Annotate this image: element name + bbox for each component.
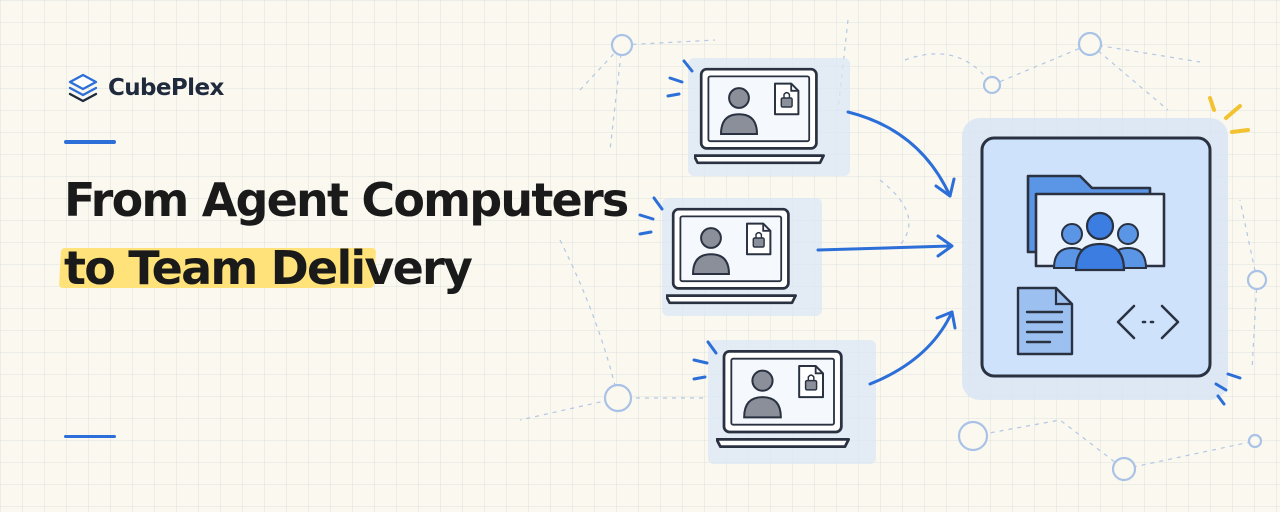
arrow-2 (816, 244, 952, 252)
spark-lines-2 (638, 196, 664, 236)
brand-name: CubePlex (108, 75, 224, 101)
agent-computer-3 (692, 340, 876, 464)
spark-lines-1 (666, 59, 694, 98)
brand: CubePlex (66, 71, 224, 105)
spark-lines-hub (1214, 372, 1242, 406)
agent-computer-1 (666, 58, 850, 176)
team-delivery-hub (962, 96, 1250, 406)
team-folder-icon (1026, 174, 1166, 272)
accent-line-bottom (64, 435, 116, 438)
arrow-1-head (934, 177, 956, 198)
arrow-3 (868, 310, 954, 386)
code-icon (1116, 304, 1180, 340)
network-nodes (603, 31, 1268, 482)
arrow-2-head (936, 234, 954, 258)
arrows (816, 110, 957, 386)
agent-computer-2 (638, 196, 822, 316)
headline-line-2-wrap: to Team Delivery (58, 238, 627, 298)
spark-lines-3 (692, 340, 718, 381)
arrow-1 (846, 110, 952, 198)
document-icon (1016, 286, 1074, 356)
accent-line-top (64, 140, 116, 144)
arrow-3-head (935, 310, 957, 330)
headline: From Agent Computers to Team Delivery (58, 170, 629, 298)
headline-line-2: to Team Delivery (64, 241, 473, 295)
stacked-layers-icon (68, 73, 98, 103)
spark-lines-yellow (1208, 96, 1250, 134)
headline-line-1: From Agent Computers (64, 173, 629, 227)
